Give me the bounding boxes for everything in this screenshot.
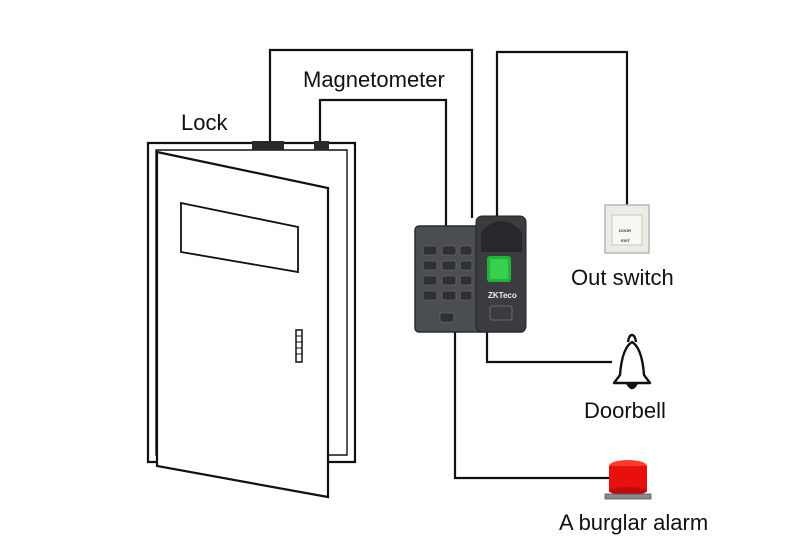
lock-label: Lock: [181, 110, 228, 135]
door-handle: [295, 329, 303, 363]
wire-alarm: [453, 330, 610, 480]
door: [146, 141, 357, 499]
magnetometer-sensor: [314, 141, 329, 150]
wires: [268, 48, 629, 480]
svg-text:DOOR: DOOR: [619, 228, 631, 233]
lock-block: [252, 141, 284, 150]
wire-out-switch: [495, 50, 629, 218]
bell-icon: [612, 333, 652, 390]
wire-doorbell: [485, 330, 612, 364]
brand-label: ZKTeco: [488, 291, 517, 300]
wire-lock: [268, 48, 474, 218]
access-control-device: ZKTeco: [414, 215, 527, 333]
exit-switch: DOOR EXIT: [604, 204, 650, 254]
wire-magnetometer: [318, 98, 448, 230]
magnetometer-label: Magnetometer: [303, 67, 445, 92]
doorbell-label: Doorbell: [584, 398, 666, 423]
alarm-beacon: [604, 460, 652, 500]
burglar-alarm-label: A burglar alarm: [559, 510, 709, 535]
keypad: [422, 245, 473, 323]
svg-text:EXIT: EXIT: [621, 238, 630, 243]
out-switch-label: Out switch: [571, 265, 674, 290]
door-window: [180, 201, 299, 274]
